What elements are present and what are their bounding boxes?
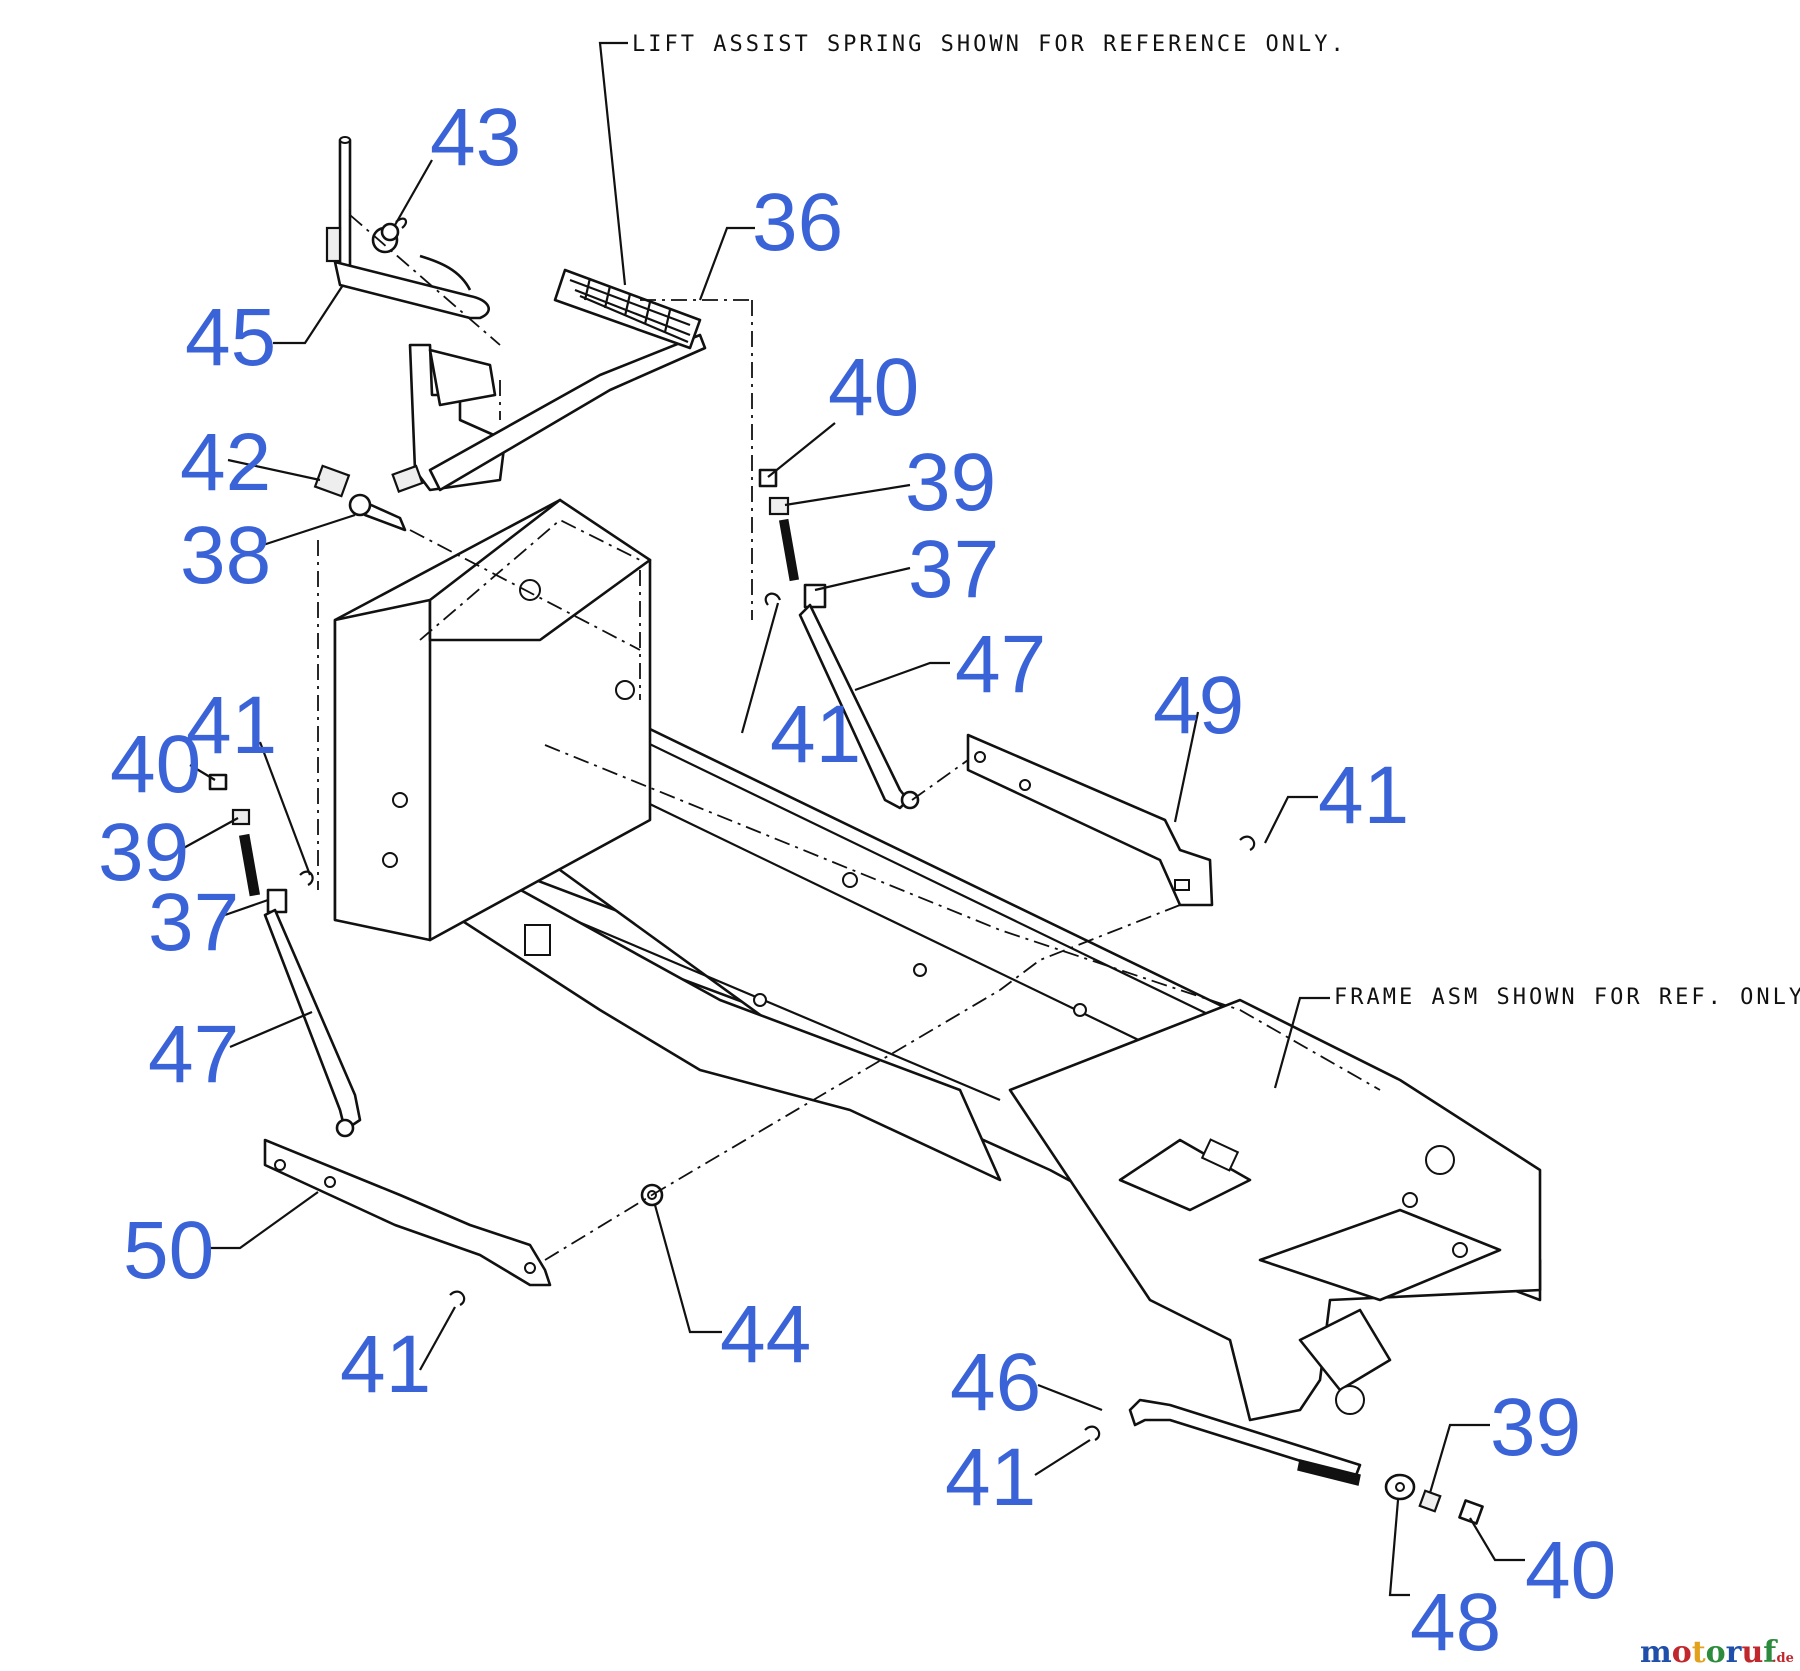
callout-40[interactable]: 40 [828,342,919,433]
svg-text:motoruf: motoruf [1640,1635,1778,1670]
callout-39[interactable]: 39 [905,437,996,528]
callout-41[interactable]: 41 [945,1432,1036,1523]
lift-assembly [313,136,753,890]
watermark-logo: motoruf .de [1640,1635,1794,1670]
callout-40[interactable]: 40 [110,719,201,810]
callout-44[interactable]: 44 [720,1289,811,1380]
callout-43[interactable]: 43 [430,92,521,183]
note-frame-asm: FRAME ASM SHOWN FOR REF. ONLY [1334,985,1800,1010]
callout-39[interactable]: 39 [1490,1382,1581,1473]
callout-49[interactable]: 49 [1153,660,1244,751]
callout-47[interactable]: 47 [955,619,1046,710]
lift-assist-spring [553,268,702,350]
callout-41[interactable]: 41 [340,1319,431,1410]
callout-37[interactable]: 37 [148,877,239,968]
left-link-assembly [208,773,1001,1306]
callout-41[interactable]: 41 [186,680,277,771]
right-link-assembly [758,468,1256,991]
callout-41[interactable]: 41 [1318,750,1409,841]
frame-assembly [333,498,1542,1422]
callout-37[interactable]: 37 [908,524,999,615]
callout-39[interactable]: 39 [98,807,189,898]
leader-lines [179,41,1525,1597]
callout-48[interactable]: 48 [1410,1577,1501,1668]
note-lift-assist: LIFT ASSIST SPRING SHOWN FOR REFERENCE O… [632,32,1347,57]
callout-41[interactable]: 41 [770,689,861,780]
callout-36[interactable]: 36 [752,177,843,268]
callout-38[interactable]: 38 [180,510,271,601]
callout-50[interactable]: 50 [123,1205,214,1296]
callout-46[interactable]: 46 [950,1337,1041,1428]
callout-42[interactable]: 42 [180,417,271,508]
svg-text:.de: .de [1772,1651,1794,1666]
callout-47[interactable]: 47 [148,1009,239,1100]
rear-rod-assembly [1084,1398,1484,1525]
spring-43 [371,217,408,254]
callout-40[interactable]: 40 [1525,1525,1616,1616]
callout-45[interactable]: 45 [185,292,276,383]
